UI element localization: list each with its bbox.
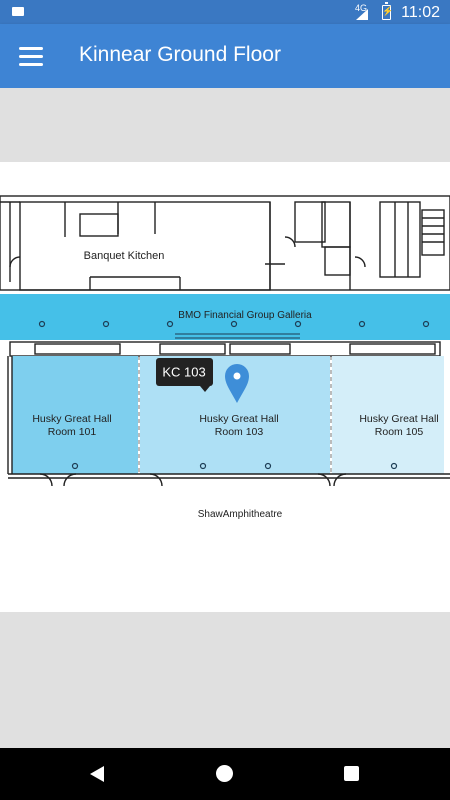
system-nav-bar bbox=[0, 748, 450, 800]
room-103-label-line1: Husky Great Hall bbox=[199, 413, 278, 425]
app-bar: Kinnear Ground Floor bbox=[0, 24, 450, 88]
room-label-amphitheatre: ShawAmphitheatre bbox=[198, 509, 283, 520]
marker-tooltip[interactable]: KC 103 bbox=[156, 358, 213, 392]
room-105-label-line1: Husky Great Hall bbox=[359, 413, 438, 425]
network-type: 4G bbox=[355, 3, 368, 13]
floor-plan[interactable]: Banquet Kitchen BMO Financial Group Gall… bbox=[0, 162, 450, 612]
back-triangle-icon[interactable] bbox=[58, 748, 138, 800]
map-viewport[interactable]: Banquet Kitchen BMO Financial Group Gall… bbox=[0, 88, 450, 748]
status-bar: 4G 11:02 bbox=[0, 0, 450, 24]
galleria-band bbox=[0, 294, 450, 340]
battery-icon bbox=[382, 2, 393, 20]
home-circle-icon[interactable] bbox=[185, 748, 265, 800]
hamburger-menu-icon[interactable] bbox=[12, 38, 50, 74]
room-101-label-line1: Husky Great Hall bbox=[32, 413, 111, 425]
room-105-fill bbox=[332, 356, 444, 474]
room-101-label-line2: Room 101 bbox=[48, 426, 97, 438]
room-label-kitchen: Banquet Kitchen bbox=[84, 250, 165, 262]
floor-plan-drawing: Banquet Kitchen BMO Financial Group Gall… bbox=[0, 195, 450, 520]
notification-icon bbox=[12, 7, 24, 16]
room-label-galleria: BMO Financial Group Galleria bbox=[178, 310, 312, 321]
recents-square-icon[interactable] bbox=[311, 748, 391, 800]
room-103-label-line2: Room 103 bbox=[215, 426, 264, 438]
marker-label: KC 103 bbox=[162, 365, 205, 380]
room-105-label-line2: Room 105 bbox=[375, 426, 424, 438]
clock: 11:02 bbox=[401, 4, 440, 21]
map-pin-icon[interactable] bbox=[225, 364, 249, 403]
signal-icon bbox=[356, 9, 368, 20]
room-101-fill bbox=[12, 356, 138, 474]
page-title: Kinnear Ground Floor bbox=[79, 43, 281, 66]
